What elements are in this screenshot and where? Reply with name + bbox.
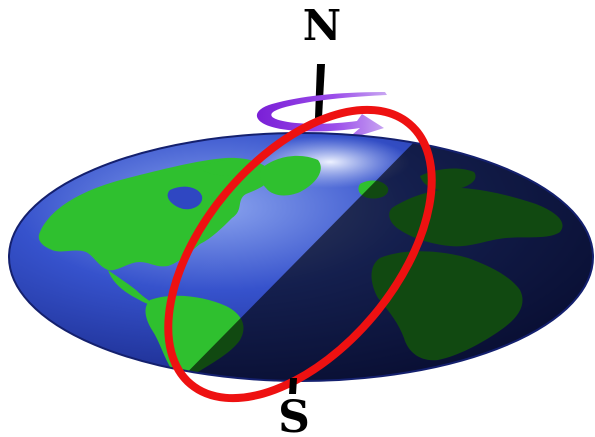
north-label: N	[303, 1, 341, 50]
earth-disc	[9, 133, 595, 400]
south-label: S	[278, 392, 310, 437]
axis-north-segment	[315, 64, 325, 118]
